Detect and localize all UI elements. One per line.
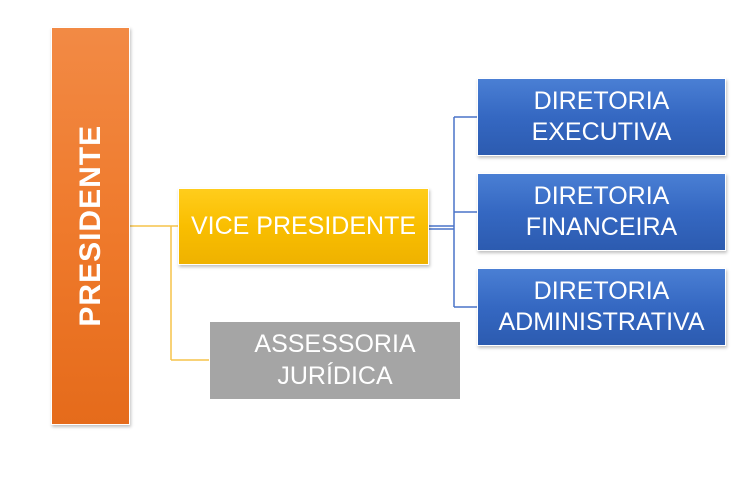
directorate-financial-label: DIRETORIA FINANCEIRA [525,181,678,241]
directorate-administrative-box: DIRETORIA ADMINISTRATIVA [477,268,726,346]
vice-president-label: VICE PRESIDENTE [190,211,417,240]
vice-president-box: VICE PRESIDENTE [178,188,429,265]
directorate-executive-label: DIRETORIA EXECUTIVA [531,86,672,146]
legal-advisory-label: ASSESSORIA JURÍDICA [254,330,416,390]
directorate-executive-box: DIRETORIA EXECUTIVA [477,78,726,156]
directorate-administrative-label: DIRETORIA ADMINISTRATIVA [498,276,705,336]
vice-president-connectors [429,116,477,308]
directorate-financial-box: DIRETORIA FINANCEIRA [477,173,726,251]
legal-advisory-box: ASSESSORIA JURÍDICA [209,321,461,400]
president-connectors [130,225,209,361]
president-label: PRESIDENTE [73,125,107,327]
president-box: PRESIDENTE [51,27,130,425]
